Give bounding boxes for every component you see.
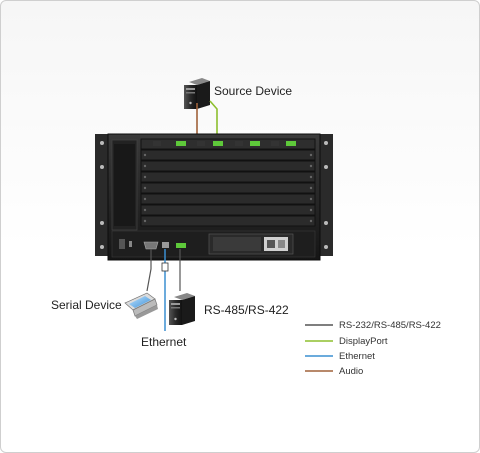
card-slots <box>140 138 316 227</box>
rs485-device-icon <box>169 293 195 325</box>
matrix-chassis <box>95 133 333 261</box>
serial-port-icon <box>143 241 159 250</box>
input-card-ports <box>153 141 296 146</box>
source-device-label: Source Device <box>214 84 292 98</box>
legend-label-audio: Audio <box>339 366 363 377</box>
serial-device-icon <box>124 292 158 319</box>
power-supply-icon <box>208 233 294 255</box>
serial-cable <box>146 249 152 292</box>
rs485-label: RS-485/RS-422 <box>204 303 289 317</box>
source-device-icon <box>184 78 210 109</box>
legend-label-ethernet: Ethernet <box>339 351 375 362</box>
legend-label-rs232: RS-232/RS-485/RS-422 <box>339 320 441 331</box>
legend: RS-232/RS-485/RS-422 DisplayPort Etherne… <box>305 320 441 377</box>
power-switch-icon <box>119 239 132 249</box>
displayport-cable <box>209 100 218 138</box>
serial-device-label: Serial Device <box>51 298 122 312</box>
rs485-port-icon <box>176 243 186 248</box>
ethernet-label: Ethernet <box>141 335 187 349</box>
ethernet-port-icon <box>162 242 169 248</box>
ethernet-connector-icon <box>161 262 169 272</box>
legend-label-displayport: DisplayPort <box>339 336 388 347</box>
